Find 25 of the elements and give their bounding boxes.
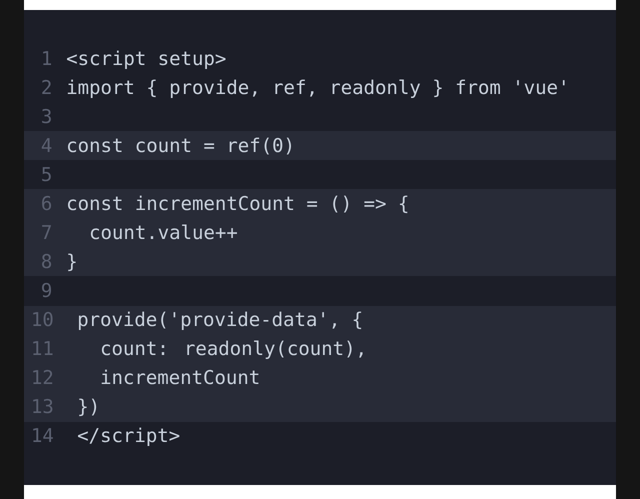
line-number: 6 — [42, 196, 52, 210]
code-line: }) — [79, 398, 96, 416]
line-number: 11 — [33, 341, 52, 355]
line-number: 4 — [42, 138, 52, 152]
line-number: 3 — [42, 108, 51, 124]
code-line: const count = ref(0) — [68, 138, 291, 155]
line-number: 8 — [42, 254, 52, 268]
line-number: 14 — [33, 428, 53, 442]
line-number: 1 — [43, 51, 51, 65]
line-number: 10 — [33, 312, 53, 326]
code-line: incrementCount — [102, 370, 258, 384]
code-line: import { provide, ref, readonly } from 'vue' — [68, 79, 565, 98]
line-number: 9 — [42, 282, 51, 298]
code-line: </script> — [78, 428, 180, 446]
line-number: 7 — [42, 225, 51, 239]
line-number: 12 — [33, 370, 52, 384]
line-number: 2 — [42, 80, 51, 94]
line-number: 5 — [42, 167, 51, 182]
line-number: 13 — [33, 398, 52, 414]
code-line: } — [68, 254, 76, 272]
code-line: count.value++ — [90, 224, 237, 240]
code-line: <script setup> — [67, 50, 226, 69]
code-line: provide('provide-data', { — [78, 312, 362, 330]
code-line: count: readonly(count), — [102, 340, 363, 359]
code-line: const incrementCount = () => { — [68, 196, 408, 214]
